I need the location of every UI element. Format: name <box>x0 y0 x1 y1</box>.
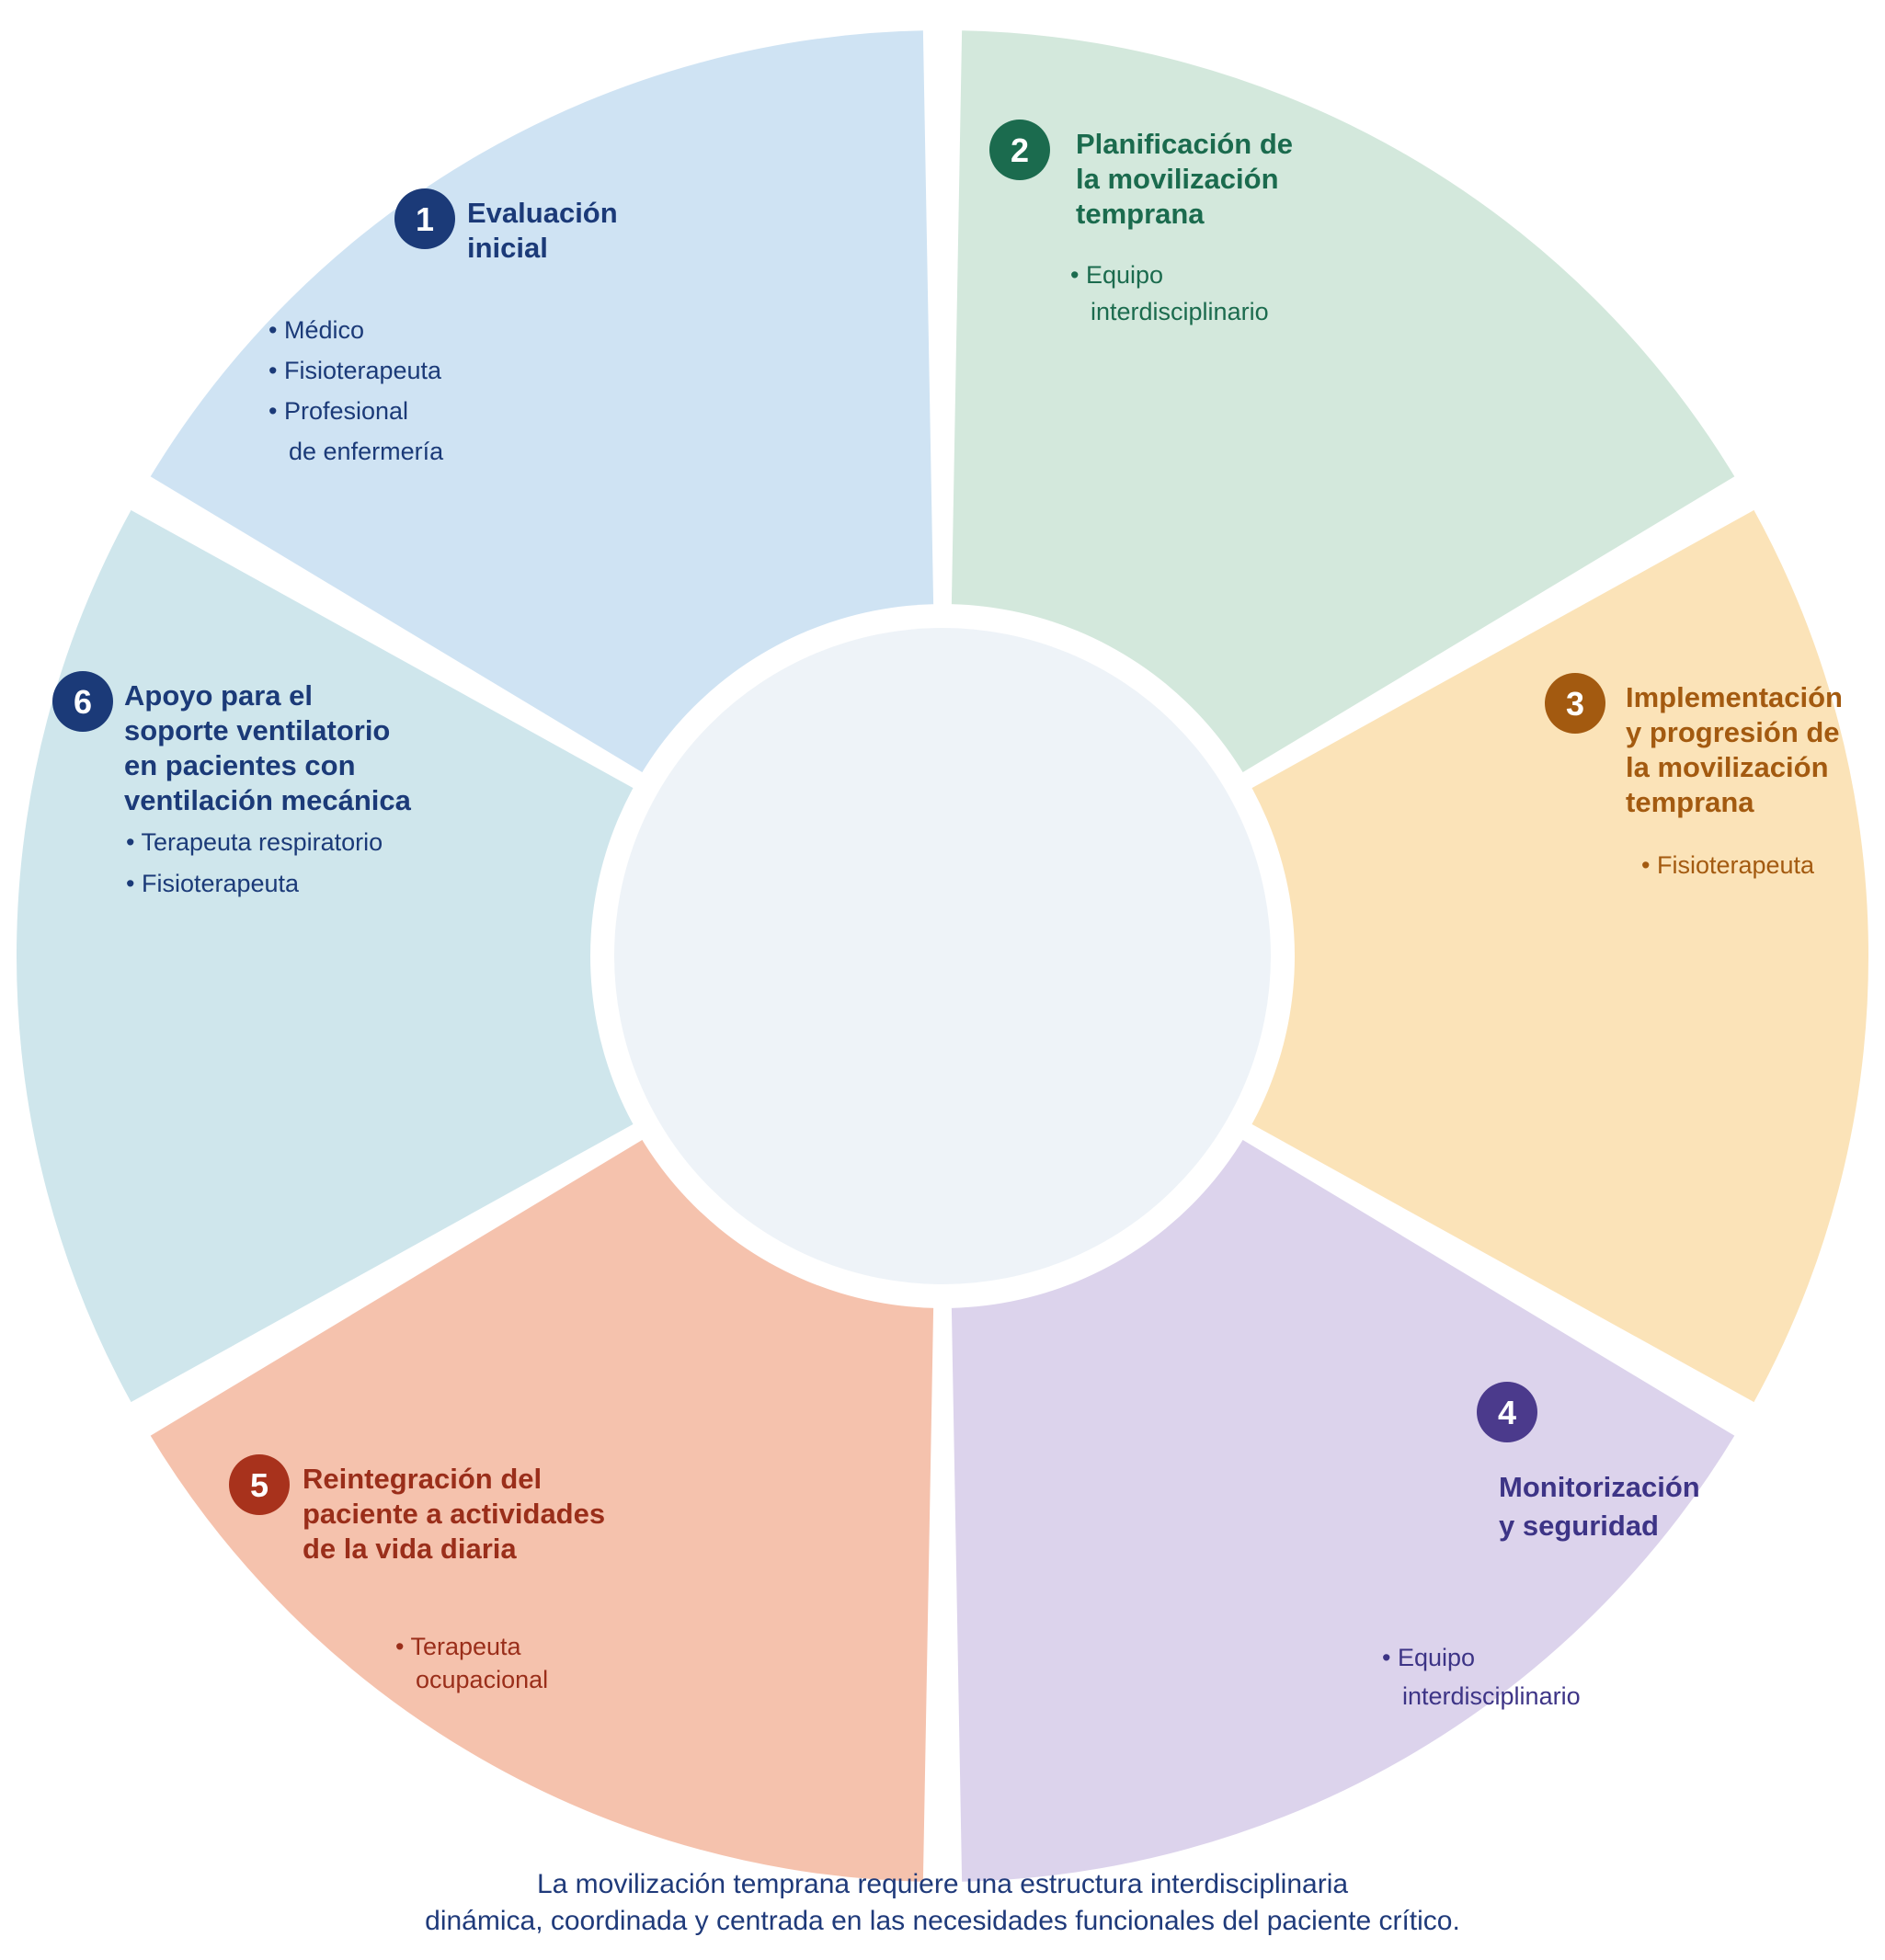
step-6-number: 6 <box>74 683 92 721</box>
step-5-badge <box>229 1454 290 1515</box>
step-3-badge <box>1545 673 1605 734</box>
step-3-number: 3 <box>1566 685 1584 723</box>
segments-layer <box>11 25 1874 1887</box>
center-hub <box>614 628 1271 1284</box>
step-2-badge <box>989 120 1050 180</box>
caption-line-1: La movilización temprana requiere una es… <box>536 1869 1349 1899</box>
step-4-badge <box>1477 1382 1537 1442</box>
step-4-number: 4 <box>1498 1394 1516 1431</box>
caption-line-2: dinámica, coordinada y centrada en las n… <box>425 1906 1460 1936</box>
caption: La movilización temprana requiere una es… <box>0 1866 1885 1940</box>
center-team-hub <box>590 604 1295 1308</box>
step-5-number: 5 <box>250 1466 268 1504</box>
step-6-badge <box>52 671 113 732</box>
step-2-number: 2 <box>1011 131 1029 169</box>
step-1-number: 1 <box>416 200 434 238</box>
step-6-roles: • Terapeuta respiratorio• Fisioterapeuta <box>126 828 383 897</box>
step-3-roles: • Fisioterapeuta <box>1641 851 1815 879</box>
step-1-badge <box>394 188 455 249</box>
